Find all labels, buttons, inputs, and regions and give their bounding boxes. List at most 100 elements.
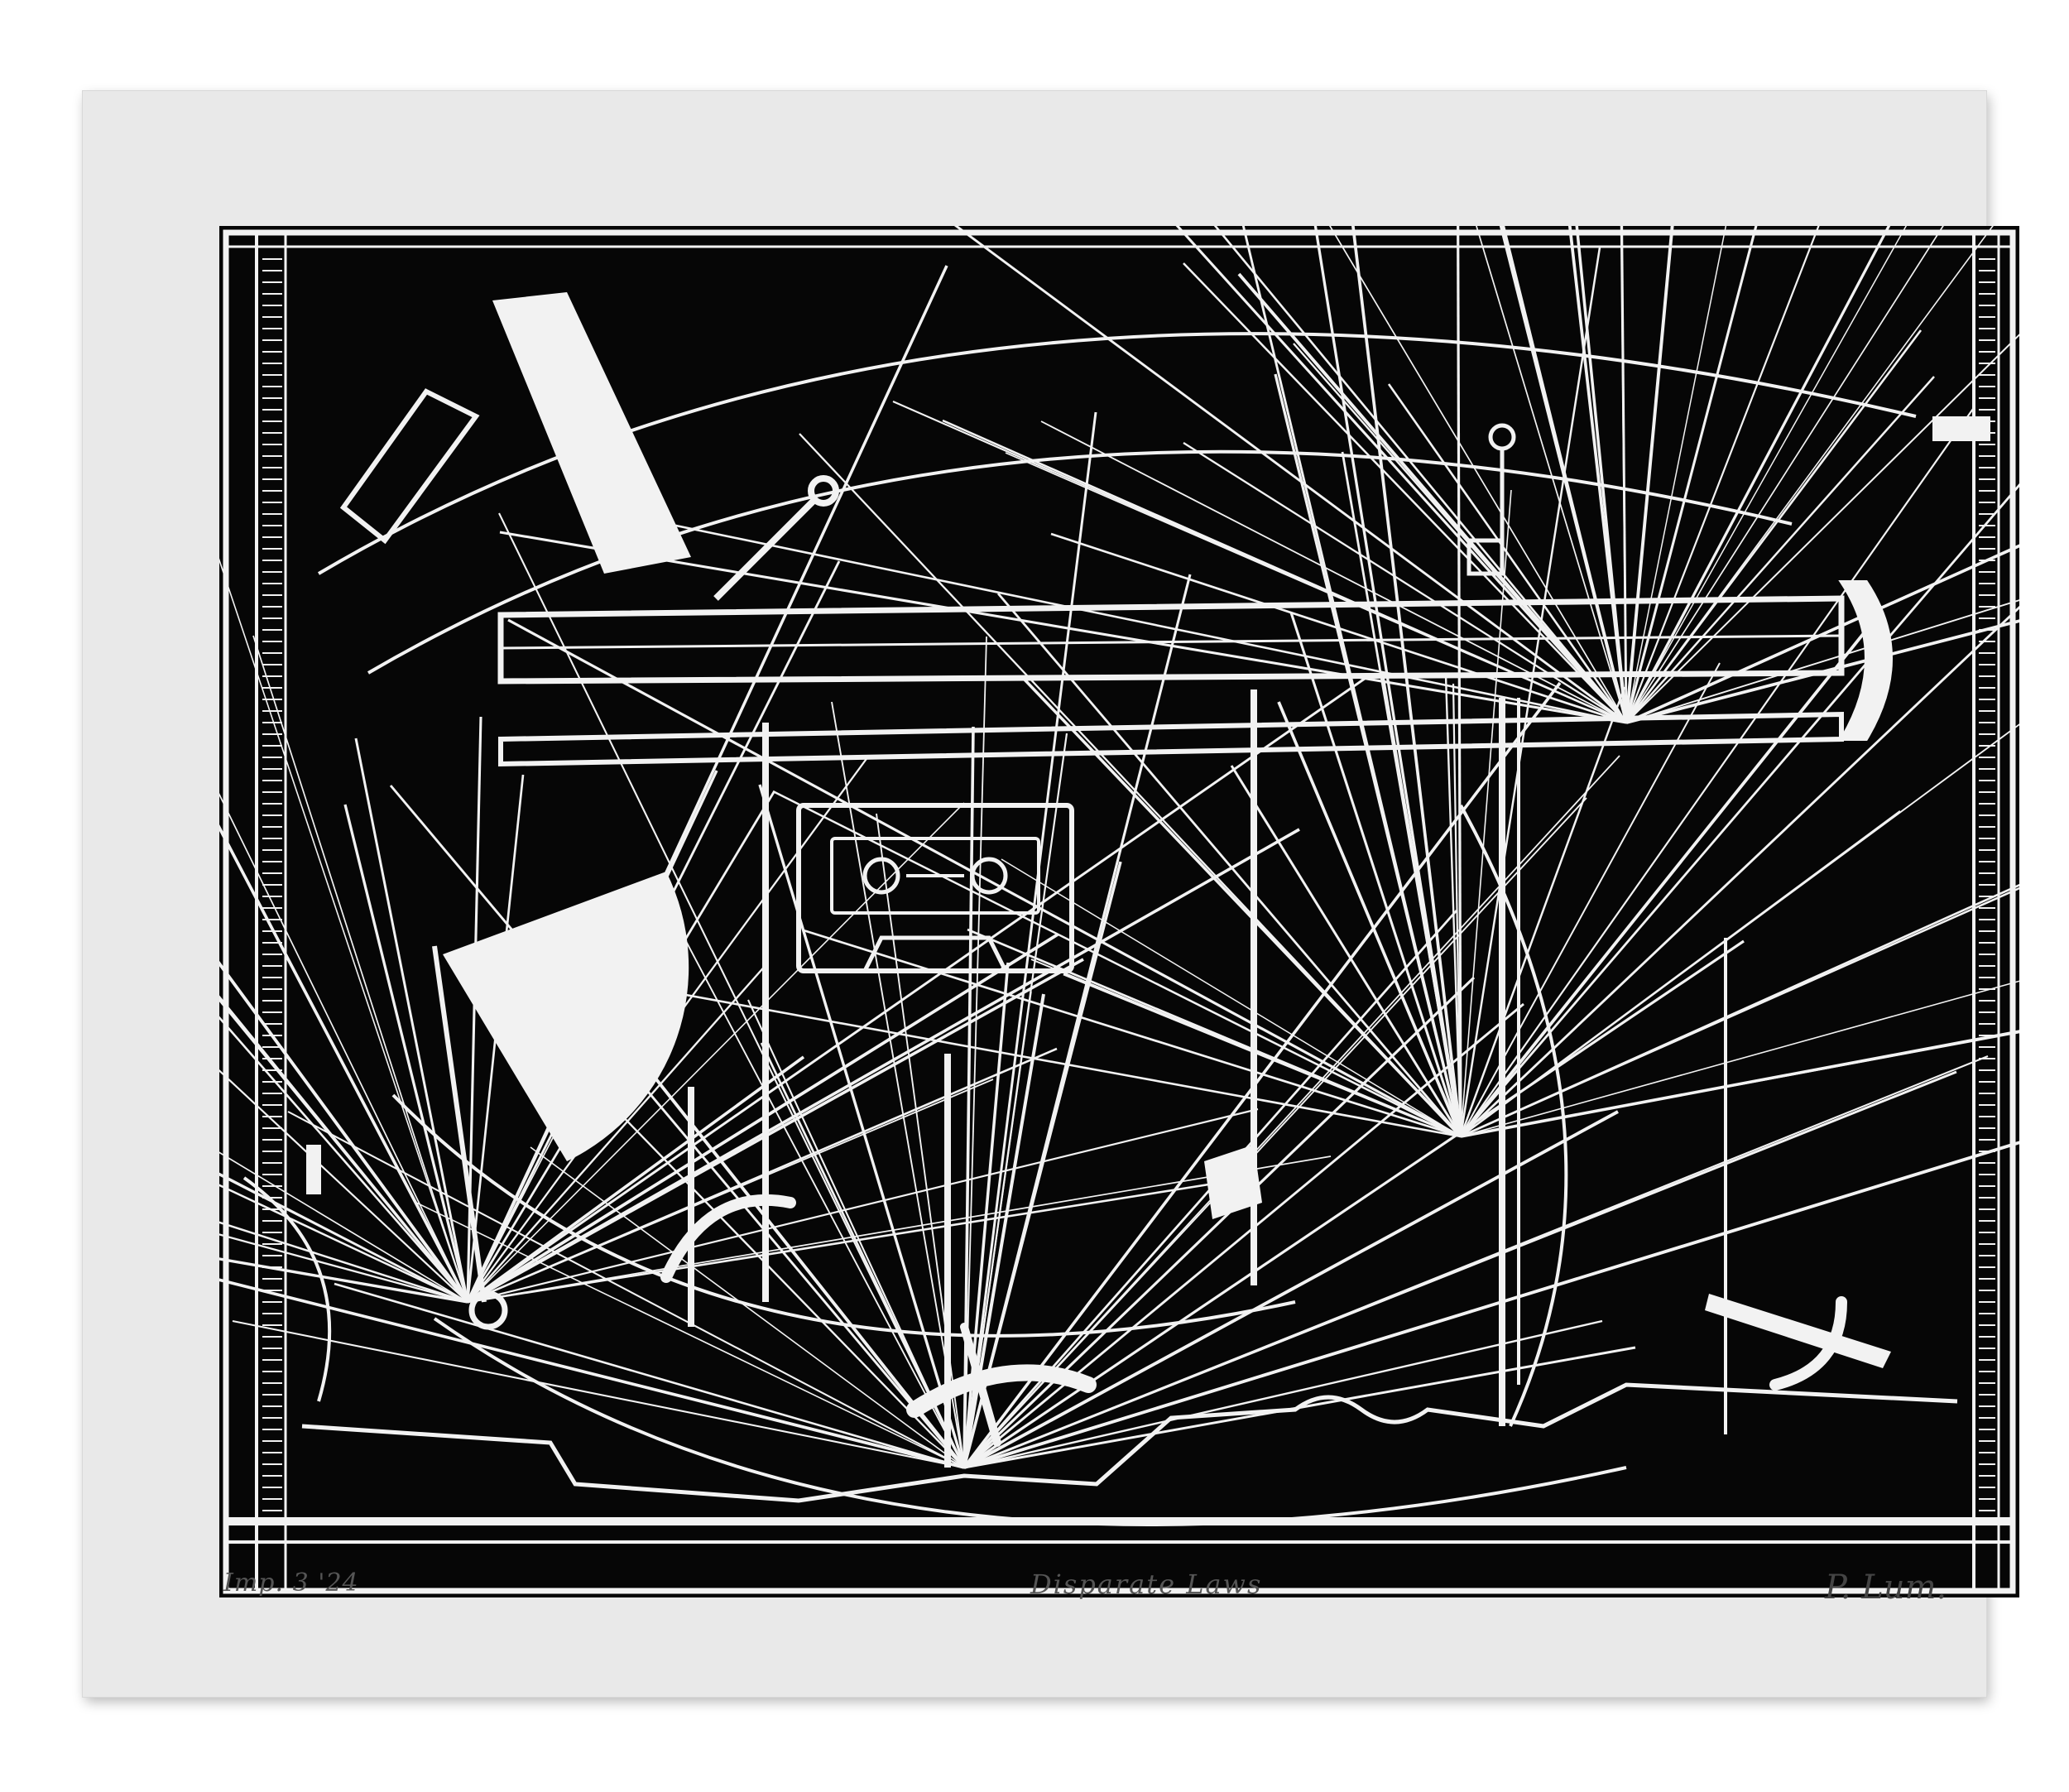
quarter-circle <box>443 872 689 1161</box>
ray-line <box>799 433 1462 1137</box>
ray-line <box>354 737 469 1303</box>
ray-line <box>219 960 469 1304</box>
ray-line <box>389 785 966 1468</box>
ray-line <box>996 593 1462 1137</box>
ray-line <box>1625 334 2019 723</box>
ray-line <box>772 790 1462 1138</box>
ray-line <box>953 226 1627 724</box>
ray-line <box>1625 226 1758 723</box>
ray-line <box>1575 226 1628 723</box>
accent-blocks <box>306 416 1990 1368</box>
ray-line <box>1625 226 1994 723</box>
ray-line <box>219 1221 468 1304</box>
ray-line <box>414 1201 965 1468</box>
ray-line <box>1620 226 1628 723</box>
ray-line <box>672 915 965 1468</box>
ray-line <box>1625 376 1935 723</box>
ray-line <box>1313 226 1462 1137</box>
ray-line <box>1444 675 1462 1137</box>
ray-line <box>1277 701 1462 1137</box>
tilted-box <box>339 388 480 545</box>
ray-line <box>1230 765 1462 1137</box>
ray-line <box>219 558 468 1303</box>
ray-line <box>467 1179 1236 1304</box>
ray-line <box>467 958 1084 1304</box>
hooks <box>660 1194 1847 1447</box>
ray-line <box>219 1174 468 1303</box>
ray-line <box>1213 226 1628 723</box>
ray-line <box>1460 1030 2019 1138</box>
ray-line <box>219 1278 965 1469</box>
ray-line <box>219 1151 468 1303</box>
ray-line <box>343 804 469 1303</box>
border-frame <box>223 229 2016 1594</box>
ray-line <box>747 999 965 1468</box>
border-hatching <box>262 258 1995 1511</box>
ray-line <box>530 1146 965 1468</box>
ray-line <box>1625 226 1944 723</box>
edition-inscription: Imp. 3 '24 <box>223 1569 359 1597</box>
ray-line <box>1459 615 1879 1138</box>
ray-line <box>499 531 1627 724</box>
ray-line <box>232 1319 965 1469</box>
ray-line <box>967 928 1462 1138</box>
ruler-bars <box>497 595 1845 767</box>
ray-line <box>219 1016 468 1303</box>
ray-line <box>467 963 768 1303</box>
ray-line <box>962 993 1045 1468</box>
ray-line <box>1241 226 1462 1137</box>
artwork-title: Disparate Laws <box>1030 1569 1263 1600</box>
ray-line <box>1183 442 1627 723</box>
ray-line <box>1459 686 1626 1137</box>
ray-line <box>498 512 965 1468</box>
ray-line <box>962 976 1476 1469</box>
ray-line <box>1460 489 1512 1137</box>
ray-line <box>962 411 1097 1468</box>
ray-line <box>963 1002 1524 1469</box>
ray-line <box>1625 226 1820 723</box>
ray-line <box>1476 226 1627 723</box>
ray-line <box>892 401 1627 723</box>
ray-line <box>507 618 1462 1138</box>
ray-line <box>1569 226 1627 723</box>
ruler-end-cap <box>1838 580 1893 741</box>
ray-line <box>1460 1031 2019 1137</box>
ray-line <box>1183 262 1627 723</box>
ray-line <box>467 673 1371 1304</box>
ray-line <box>334 1282 965 1469</box>
ray-line <box>1501 226 1628 723</box>
ray-line <box>1237 272 1628 724</box>
ray-line <box>1625 329 1923 723</box>
cassette-tape-icon <box>796 803 1074 973</box>
sweeping-arcs <box>242 332 1917 1526</box>
ray-line <box>1625 619 2019 724</box>
ray-line <box>1625 226 1908 723</box>
wavy-ground <box>301 1382 1958 1503</box>
radiating-lines <box>219 226 2019 1469</box>
ray-line <box>1625 599 2019 723</box>
ray-line <box>466 1055 805 1304</box>
ray-line <box>1460 980 2019 1137</box>
ray-line <box>758 784 966 1468</box>
ray-line <box>1625 544 2019 724</box>
ray-line <box>1460 810 1901 1137</box>
ray-line <box>466 265 948 1303</box>
ray-line <box>219 1233 468 1304</box>
ray-line <box>1460 883 2019 1138</box>
ray-line <box>1050 532 1627 724</box>
ray-line <box>803 929 1462 1138</box>
ray-line <box>1001 858 1462 1137</box>
ray-line <box>1625 226 1727 723</box>
ray-line <box>219 997 469 1303</box>
ray-line <box>963 1141 2019 1469</box>
ray-line <box>252 635 468 1303</box>
ray-line <box>219 824 469 1303</box>
ray-line <box>1289 612 1462 1137</box>
ray-line <box>467 1155 1332 1303</box>
ray-line <box>219 1184 468 1304</box>
ray-line <box>1625 226 1891 723</box>
ray-line <box>1459 483 2019 1137</box>
ray-line <box>1460 408 1974 1137</box>
ray-line <box>1387 383 1628 723</box>
artist-signature: P. Lum. <box>1825 1569 1947 1607</box>
